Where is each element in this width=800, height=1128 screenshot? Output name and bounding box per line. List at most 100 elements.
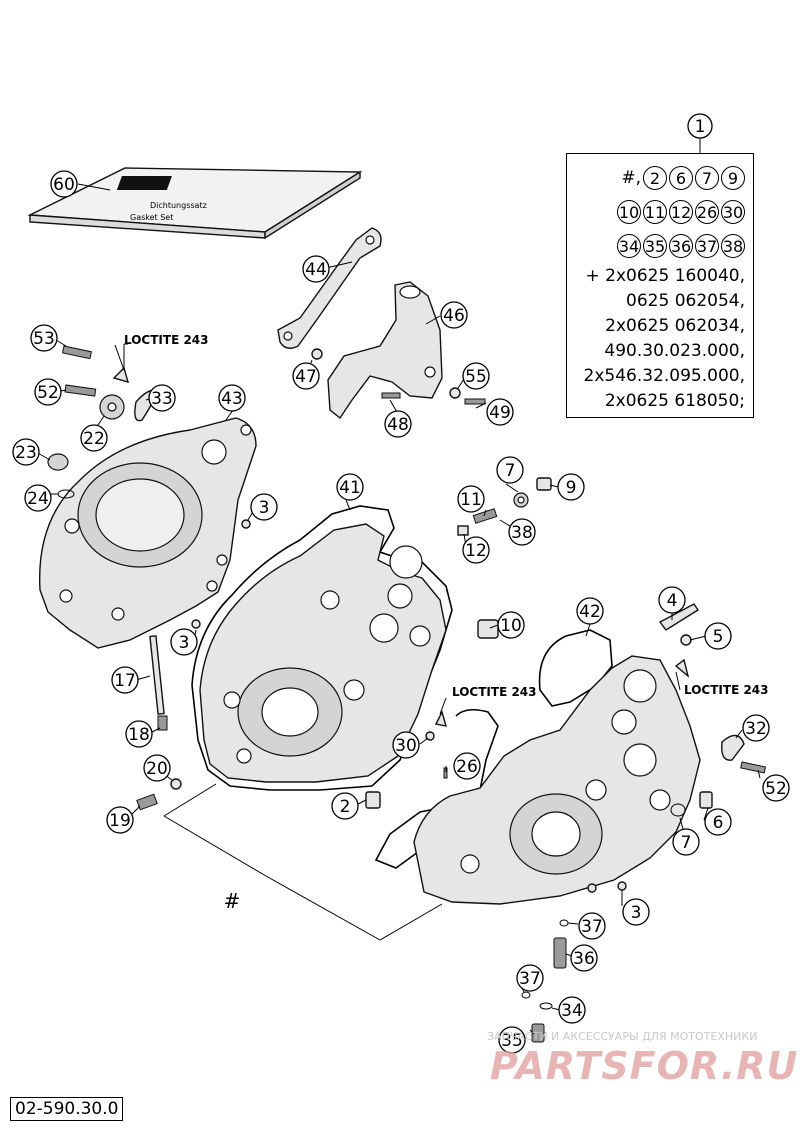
kit-item-34: 34 <box>617 234 641 258</box>
svg-text:18: 18 <box>128 725 150 745</box>
callout-53: 53 <box>30 324 58 352</box>
callout-32: 32 <box>742 714 770 742</box>
callout-11: 11 <box>457 485 485 513</box>
svg-text:3: 3 <box>259 498 270 518</box>
svg-text:9: 9 <box>566 478 577 498</box>
svg-text:33: 33 <box>151 389 173 409</box>
callout-24: 24 <box>24 484 52 512</box>
watermark-tagline: ЗАПЧАСТИ И АКСЕССУАРЫ ДЛЯ МОТОТЕХНИКИ <box>487 1030 758 1043</box>
kit-item-37: 37 <box>695 234 719 258</box>
svg-text:17: 17 <box>114 671 136 691</box>
svg-text:52: 52 <box>765 779 787 799</box>
svg-text:26: 26 <box>456 757 478 777</box>
loctite-label-right: LOCTITE 243 <box>684 683 769 697</box>
left-crankcase-part <box>199 523 447 783</box>
watermark-logo: PARTSFOR.RU <box>490 1044 799 1088</box>
svg-text:53: 53 <box>33 329 55 349</box>
svg-text:30: 30 <box>395 736 417 756</box>
callout-43: 43 <box>218 384 246 412</box>
svg-text:2: 2 <box>340 797 351 817</box>
callout-20: 20 <box>143 754 171 782</box>
callout-47: 47 <box>292 362 320 390</box>
callout-4: 4 <box>658 586 686 614</box>
callout-41: 41 <box>336 473 364 501</box>
kit-hash-symbol: # <box>224 889 241 913</box>
svg-text:37: 37 <box>581 917 603 937</box>
callout-3: 3 <box>170 628 198 656</box>
bracket-part <box>277 227 382 349</box>
callout-35: 35 <box>498 1026 526 1054</box>
svg-text:7: 7 <box>505 461 516 481</box>
callout-38: 38 <box>508 518 536 546</box>
callout-7: 7 <box>672 828 700 856</box>
svg-text:19: 19 <box>109 811 131 831</box>
svg-text:47: 47 <box>295 367 317 387</box>
svg-text:5: 5 <box>713 627 724 647</box>
kit-row-3: 34 35 36 37 38 <box>617 234 745 258</box>
kit-item-6: 6 <box>669 166 693 190</box>
callout-34: 34 <box>558 996 586 1024</box>
kit-part-line-4: 490.30.023.000, <box>604 341 745 361</box>
svg-text:41: 41 <box>339 478 361 498</box>
kit-item-10: 10 <box>617 200 641 224</box>
svg-text:23: 23 <box>15 443 37 463</box>
kit-row-1-prefix: #, <box>621 168 641 188</box>
gasket-card-text-1: Dichtungssatz <box>150 201 207 210</box>
callout-2: 2 <box>331 792 359 820</box>
svg-text:48: 48 <box>387 415 409 435</box>
svg-text:20: 20 <box>146 759 168 779</box>
callout-7: 7 <box>496 456 524 484</box>
svg-text:4: 4 <box>667 591 678 611</box>
callout-36: 36 <box>570 944 598 972</box>
callout-1: 1 <box>687 113 713 139</box>
kit-item-7: 7 <box>695 166 719 190</box>
callout-42: 42 <box>576 597 604 625</box>
svg-text:24: 24 <box>27 489 49 509</box>
kit-part-line-5: 2x546.32.095.000, <box>583 366 745 386</box>
svg-text:34: 34 <box>561 1001 583 1021</box>
svg-text:35: 35 <box>501 1031 523 1051</box>
kit-row-1: #, 2 6 7 9 <box>621 166 745 190</box>
kit-item-9: 9 <box>721 166 745 190</box>
callout-46: 46 <box>440 301 468 329</box>
svg-text:38: 38 <box>511 523 533 543</box>
valve-spring-stack <box>521 919 569 1043</box>
callout-5: 5 <box>704 622 732 650</box>
svg-text:11: 11 <box>460 490 482 510</box>
kit-item-30: 30 <box>721 200 745 224</box>
loctite-label-top: LOCTITE 243 <box>124 333 209 347</box>
kit-item-11: 11 <box>643 200 667 224</box>
svg-text:60: 60 <box>53 175 75 195</box>
kit-part-line-6: 2x0625 618050; <box>604 391 745 411</box>
callout-37: 37 <box>516 964 544 992</box>
kit-row-2: 10 11 12 26 30 <box>617 200 745 224</box>
svg-text:7: 7 <box>681 833 692 853</box>
right-crankcase-part <box>413 655 701 905</box>
svg-text:42: 42 <box>579 602 601 622</box>
callout-52: 52 <box>34 378 62 406</box>
callout-17: 17 <box>111 666 139 694</box>
svg-text:22: 22 <box>83 429 105 449</box>
callout-6: 6 <box>704 808 732 836</box>
svg-text:32: 32 <box>745 719 767 739</box>
leader-lines <box>35 138 761 1035</box>
callout-44: 44 <box>302 255 330 283</box>
kit-item-36: 36 <box>669 234 693 258</box>
svg-text:43: 43 <box>221 389 243 409</box>
svg-text:1: 1 <box>695 117 706 137</box>
svg-text:6: 6 <box>713 813 724 833</box>
callout-60: 60 <box>50 170 78 198</box>
loctite-label-middle: LOCTITE 243 <box>452 685 537 699</box>
callout-19: 19 <box>106 806 134 834</box>
gasket-set-card: Dichtungssatz Gasket Set <box>27 167 363 240</box>
callout-9: 9 <box>557 473 585 501</box>
callout-33: 33 <box>148 384 176 412</box>
callout-10: 10 <box>497 611 525 639</box>
callout-52: 52 <box>762 774 790 802</box>
svg-text:44: 44 <box>305 260 327 280</box>
callout-18: 18 <box>125 720 153 748</box>
callout-37: 37 <box>578 912 606 940</box>
kit-item-35: 35 <box>643 234 667 258</box>
